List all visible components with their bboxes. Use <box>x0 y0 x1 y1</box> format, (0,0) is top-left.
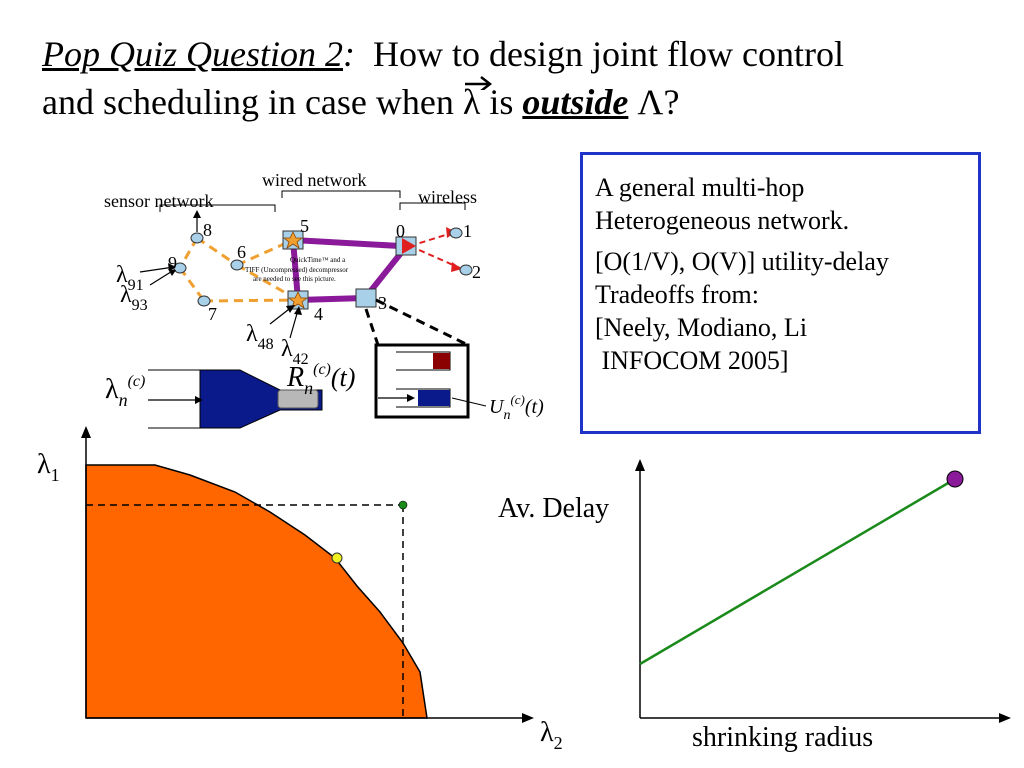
title-capacity-region: Λ? <box>637 82 680 122</box>
info-line-1: A general multi-hop <box>595 173 805 202</box>
title-line2-text: and scheduling in case when <box>42 82 454 122</box>
delay-tradeoff-line <box>639 477 956 666</box>
info-line-6: INFOCOM 2005] <box>595 346 789 375</box>
wireless-bracket <box>399 202 466 210</box>
node-7 <box>197 295 211 307</box>
server-rect <box>277 389 319 409</box>
arrival-arrowhead-91 <box>168 263 176 271</box>
node-number-0: 0 <box>396 221 405 241</box>
backlog-label: Un(c)(t) <box>489 392 544 423</box>
capacity-region <box>85 464 428 719</box>
arrival-arrowhead-93 <box>168 269 176 276</box>
info-line-3: [O(1/V), O(V)] utility-delay <box>595 247 889 276</box>
title-outside: outside <box>522 82 629 122</box>
backlog-pointer-line <box>451 397 487 407</box>
queue-bottom-bar <box>418 390 450 406</box>
x-axis-label: λ2 <box>540 717 563 753</box>
title-is: is <box>489 82 514 122</box>
input-arrowhead <box>195 396 203 404</box>
outside-rate-point <box>398 500 408 510</box>
node-number-9: 9 <box>168 253 177 273</box>
node-3 <box>355 288 377 308</box>
sensor-bracket <box>159 204 276 212</box>
quiz-colon: : <box>343 34 355 74</box>
info-line-4: Tradeoffs from: <box>595 280 759 309</box>
sensor-nodes <box>173 227 473 307</box>
delay-endpoint <box>946 470 964 488</box>
queue-lambda-label: λn(c) <box>105 373 145 410</box>
wired-bracket <box>281 190 401 198</box>
node-number-7: 7 <box>208 304 217 324</box>
node-6 <box>230 259 244 271</box>
info-line-2: Heterogeneous network. <box>595 206 850 235</box>
placeholder-text-1: QuickTime™ and a <box>290 256 346 264</box>
delay-y-axis-arrowhead <box>635 459 645 471</box>
y-axis-arrowhead <box>81 426 91 438</box>
arrival-arrow-91 <box>139 266 175 273</box>
quiz-label: Pop Quiz Question 2 <box>42 34 343 74</box>
node-number-2: 2 <box>472 262 481 282</box>
x-axis-arrowhead <box>522 713 534 723</box>
arrival-arrowhead-42 <box>294 306 302 315</box>
arrival-arrow-42 <box>289 309 299 339</box>
zoom-line-left <box>364 308 380 346</box>
node-8 <box>190 232 204 244</box>
wireless-links <box>409 232 461 269</box>
sensor-network-label: sensor network <box>104 191 213 211</box>
node-2 <box>459 264 473 276</box>
y-axis-label: λ1 <box>37 449 60 485</box>
lambda-vector: λ <box>462 76 492 126</box>
node-1 <box>449 227 463 239</box>
service-rate-label: Rn(c)(t) <box>286 361 355 398</box>
wireless-arrowhead-2 <box>451 262 462 272</box>
slide-title: Pop Quiz Question 2: How to design joint… <box>42 30 1002 126</box>
info-line-5: [Neely, Modiano, Li <box>595 313 808 342</box>
boundary-rate-point <box>331 552 343 564</box>
sensor-up-arrowhead <box>193 210 201 218</box>
zoom-line-right <box>375 298 469 347</box>
node-number-1: 1 <box>463 221 472 241</box>
delay-x-label: shrinking radius <box>692 722 873 753</box>
wireless-label: wireless <box>418 187 477 207</box>
arrival-arrowhead-48 <box>286 305 295 313</box>
lambda-symbol: λ <box>462 82 481 122</box>
star-icon-node-4 <box>287 291 309 309</box>
title-line-1: Pop Quiz Question 2: How to design joint… <box>42 30 1002 78</box>
zoomed-node-box <box>374 343 470 419</box>
placeholder-text-2: TIFF (Uncompressed) decompressor <box>245 266 349 274</box>
placeholder-text-3: are needed to see this picture. <box>253 275 336 283</box>
star-icon-node-5 <box>282 231 304 249</box>
node-number-6: 6 <box>237 242 246 262</box>
antenna-icon-node-0 <box>402 238 416 254</box>
zoom-input-arrowhead <box>407 394 415 402</box>
funnel-shape <box>199 369 323 429</box>
delay-x-axis-arrowhead <box>999 713 1011 723</box>
title-line-2: and scheduling in case when λ is outside… <box>42 76 1002 126</box>
info-box: A general multi-hop Heterogeneous networ… <box>580 152 981 434</box>
node-number-8: 8 <box>203 220 212 240</box>
wired-network-label: wired network <box>262 170 366 190</box>
title-line1-text: How to design joint flow control <box>373 34 844 74</box>
delay-y-label: Av. Delay <box>498 493 609 524</box>
node-number-5: 5 <box>300 216 309 236</box>
vector-arrow-icon <box>464 76 492 90</box>
node-number-4: 4 <box>314 304 323 324</box>
queue-top-bar <box>433 353 450 369</box>
